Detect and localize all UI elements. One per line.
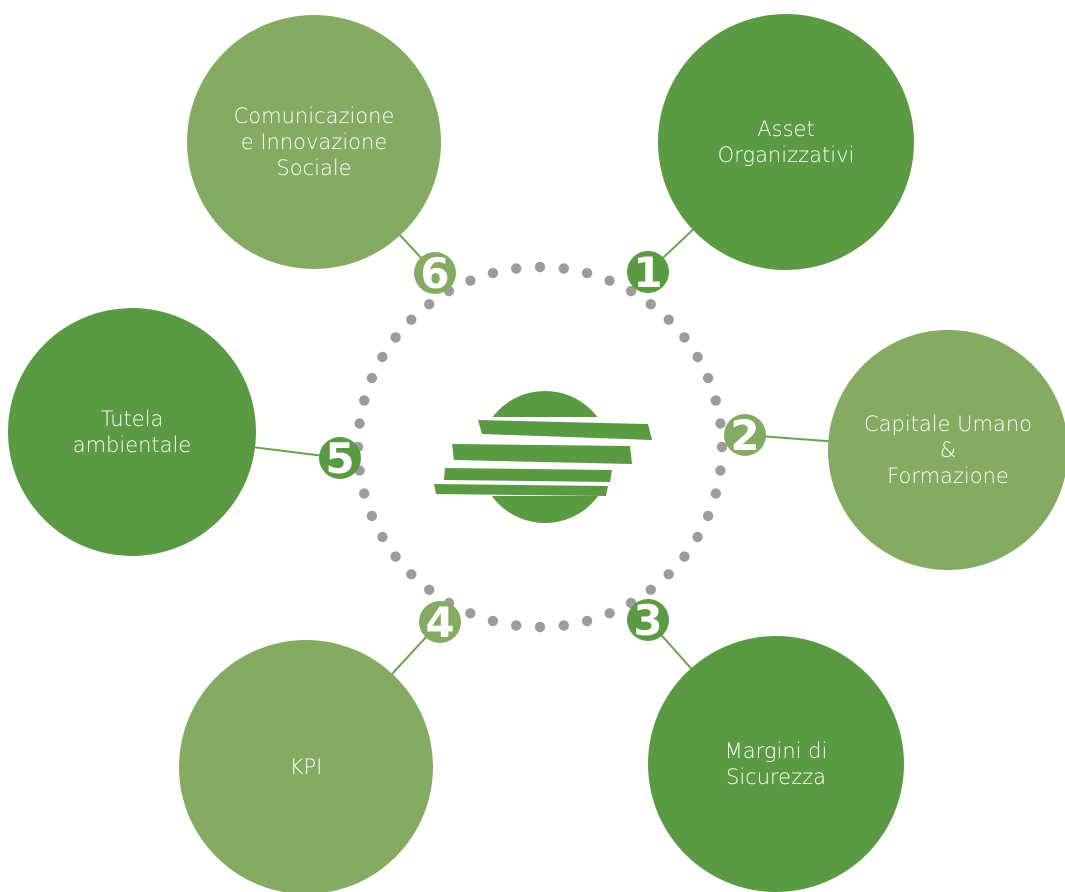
node-label-line: Formazione [887,464,1009,488]
ring-dot [715,418,726,429]
ring-dot [487,267,499,279]
node-capitale-umano: Capitale Umano&Formazione [828,330,1065,570]
dotted-ring [352,261,728,633]
node-label-line: Sociale [276,156,351,180]
ring-dot [366,510,378,522]
node-label-line: ambientale [73,433,192,457]
ring-dot [511,263,522,274]
number-badge-3: 3 [627,596,669,645]
ring-dot [645,299,656,310]
node-circle [828,330,1065,570]
ring-dot [716,441,728,453]
ring-dot [702,510,714,522]
badge-number: 6 [420,249,449,298]
ring-dot [663,569,674,580]
ring-dot [406,314,417,325]
ring-dot [534,261,546,273]
ring-dot [679,551,690,562]
ring-dot [390,332,401,343]
badge-circle [419,601,461,643]
striped-globe-logo-icon [434,391,652,523]
ring-dot [406,569,417,580]
node-label-line: KPI [290,755,323,779]
badge-circle [627,599,669,641]
badge-circle [724,414,766,456]
node-label-line: Comunicazione [234,104,395,128]
ring-dot [359,488,370,499]
number-badge-6: 6 [414,249,456,298]
ring-dot [465,608,476,619]
ring-dot [645,584,656,595]
node-label-line: Tutela [101,407,164,431]
node-label-line: Sicurezza [726,765,826,789]
node-label-line: Margini di [725,739,828,763]
node-kpi: KPI [179,640,433,892]
badge-number: 3 [633,596,662,645]
ring-dot [692,351,703,363]
ring-dot [390,551,401,562]
node-circle [8,308,256,556]
ring-dot [702,372,714,384]
node-circle [187,15,441,269]
ring-dot [558,263,569,274]
node-circle [179,640,433,892]
number-badge-5: 5 [319,434,361,483]
node-circle [648,636,904,892]
number-badge-2: 2 [724,411,766,460]
ring-dot [710,395,721,406]
ring-dot [558,620,569,631]
ring-dot [679,332,690,343]
ring-dot [354,418,365,429]
node-label-line: e Innovazione [241,130,388,154]
number-badge-4: 4 [419,598,461,647]
node-label-line: Capitale Umano [864,412,1032,436]
ring-dot [625,285,637,297]
ring-dot [366,372,378,384]
ring-dot [663,314,674,325]
number-badges: 1 2 3 4 5 6 [319,248,766,647]
ring-dot [715,465,726,476]
ring-dot [377,531,388,543]
badge-number: 4 [425,598,454,647]
ring-dot [377,351,388,363]
badge-circle [414,252,456,294]
badge-circle [627,251,669,293]
badge-number: 1 [633,248,662,297]
node-label-line: Asset [757,117,814,141]
badge-number: 2 [730,411,759,460]
node-label-line: Organizzativi [718,143,855,167]
ring-dot [604,608,615,619]
ring-dot [710,488,721,499]
ring-dot [692,531,703,543]
ring-dot [581,267,593,279]
ring-dot [534,621,546,633]
ring-dot [465,275,476,286]
node-label-line: & [940,438,956,462]
ring-dot [424,584,435,595]
ring-dot [581,615,593,627]
ring-dot [511,620,522,631]
ring-dot [424,299,435,310]
ring-dot [487,615,499,627]
ring-dot [359,395,370,406]
node-circle [658,14,914,270]
badge-number: 5 [325,434,354,483]
number-badge-1: 1 [627,248,669,297]
badge-circle [319,437,361,479]
center-logo [434,391,652,523]
ring-dot [604,275,615,286]
